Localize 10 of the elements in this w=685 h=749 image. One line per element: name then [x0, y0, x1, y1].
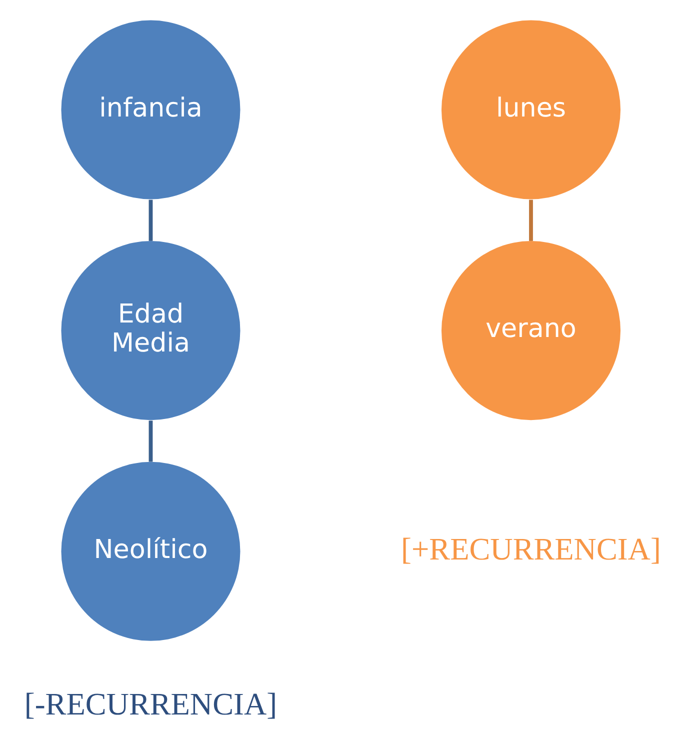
label: [-RECURRENCIA]	[24, 686, 278, 721]
connector	[148, 420, 153, 462]
label: [+RECURRENCIA]	[401, 531, 661, 566]
connector	[148, 199, 153, 240]
node-circle: infancia	[61, 20, 240, 199]
connector	[529, 199, 533, 240]
node-circle: Neolítico	[61, 461, 240, 640]
node-circle: Edad Media	[61, 240, 240, 420]
node-circle: lunes	[441, 20, 620, 199]
node-circle: verano	[441, 240, 620, 420]
